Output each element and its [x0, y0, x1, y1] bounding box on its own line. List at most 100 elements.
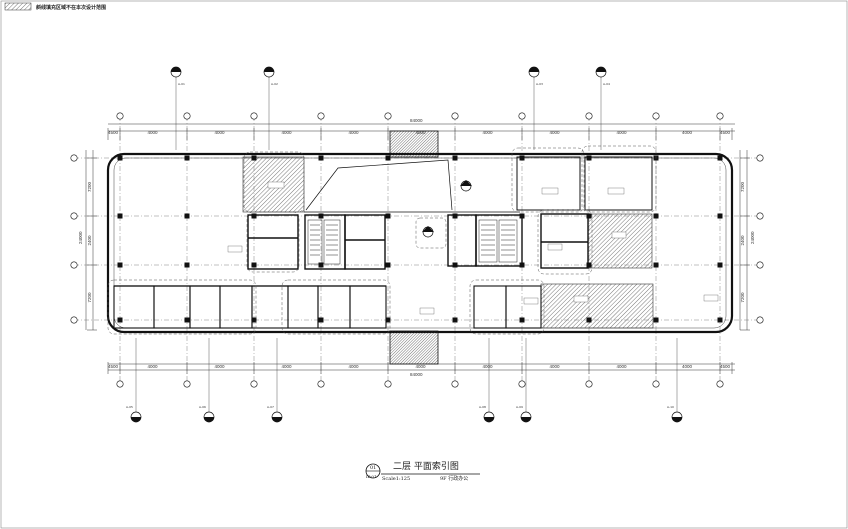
column: [717, 317, 723, 323]
column: [586, 262, 592, 268]
column: [184, 155, 190, 161]
plan-scale: Scale1:125: [382, 476, 410, 482]
callout-tag: A-03: [536, 82, 543, 86]
grid-bubble: [716, 380, 724, 388]
dimension-text: 7200: [740, 292, 745, 303]
column: [117, 213, 123, 219]
top-total-dimension: 84000: [410, 118, 423, 123]
callout-tag: A-02: [271, 82, 278, 86]
grid-bubble: [317, 380, 325, 388]
index-zones: [107, 145, 657, 335]
column: [452, 155, 458, 161]
structural-columns: [117, 155, 723, 323]
dimension-text: 4000: [550, 130, 561, 135]
plan-title: 二层 平面索引图: [393, 460, 459, 472]
callout-tag: A-07: [267, 405, 274, 409]
grid-bubble: [70, 212, 78, 220]
dimension-text: 4000: [682, 130, 693, 135]
grid-bubble: [756, 154, 764, 162]
index-symbol-center: [422, 180, 472, 238]
dimension-text: 4000: [282, 130, 293, 135]
project-note: 9F 行政办公: [440, 475, 468, 482]
grid-bubble: [585, 112, 593, 120]
lower-rooms: [113, 285, 542, 329]
legend: 斜线填充区域不在本次设计范围: [4, 2, 106, 11]
dimension-text: 4500: [108, 364, 119, 369]
dimension-text: 7200: [740, 181, 745, 192]
column: [385, 213, 391, 219]
column: [717, 155, 723, 161]
grid-bubble: [652, 112, 660, 120]
left-total-dimension: 24000: [78, 231, 83, 244]
column: [318, 262, 324, 268]
dimension-text: 4000: [148, 130, 159, 135]
stair-cores: [307, 219, 518, 265]
grid-bubble: [384, 380, 392, 388]
column: [184, 317, 190, 323]
dimension-text: 4000: [148, 364, 159, 369]
column: [184, 213, 190, 219]
grid-bubble: [652, 380, 660, 388]
grid-bubble: [183, 112, 191, 120]
callout-tag: A-08: [479, 405, 486, 409]
column: [586, 155, 592, 161]
callout-tag: A-01: [178, 82, 185, 86]
dimension-text: 4000: [682, 364, 693, 369]
column: [519, 317, 525, 323]
callout-tag: A-04: [603, 82, 610, 86]
column: [452, 317, 458, 323]
grid-bubble: [518, 112, 526, 120]
callout-tag: A-05: [126, 405, 133, 409]
column: [251, 213, 257, 219]
column: [385, 155, 391, 161]
dimension-text: 4000: [483, 130, 494, 135]
column: [452, 213, 458, 219]
column: [653, 317, 659, 323]
dimension-text: 4000: [215, 364, 226, 369]
column: [318, 213, 324, 219]
column: [717, 213, 723, 219]
dimension-text: 4500: [108, 130, 119, 135]
column: [251, 262, 257, 268]
column: [385, 262, 391, 268]
grid-bubble: [756, 316, 764, 324]
dimension-text: 4500: [720, 364, 731, 369]
grid-bubble: [451, 112, 459, 120]
grid-bubble: [70, 154, 78, 162]
right-total-dimension: 24000: [750, 231, 755, 244]
grid-bubble: [384, 112, 392, 120]
grid-bubble: [116, 380, 124, 388]
sheet-number: 01: [370, 465, 376, 471]
grid-bubble: [756, 212, 764, 220]
bottom-total-dimension: 84000: [410, 372, 423, 377]
grid-bubbles: [70, 112, 764, 388]
callout-tag: A-06: [199, 405, 206, 409]
dimension-text: 4000: [617, 364, 628, 369]
dimension-text: 4000: [282, 364, 293, 369]
upper-rooms: [304, 156, 653, 213]
column: [117, 155, 123, 161]
building-inner-outline: [113, 157, 727, 329]
grid-bubble: [756, 261, 764, 269]
column: [184, 262, 190, 268]
legend-label: 斜线填充区域不在本次设计范围: [35, 4, 106, 11]
column: [519, 262, 525, 268]
column: [653, 213, 659, 219]
column: [653, 262, 659, 268]
column: [586, 317, 592, 323]
grid-bubble: [70, 316, 78, 324]
room-tags: [227, 181, 719, 315]
column: [251, 155, 257, 161]
grid-bubble: [116, 112, 124, 120]
core-walls: [247, 213, 589, 270]
sheet-reference: IP-01: [366, 474, 377, 479]
dimension-text: 2400: [740, 235, 745, 246]
dimension-text: 4000: [215, 130, 226, 135]
column: [318, 317, 324, 323]
legend-swatch: [4, 2, 32, 11]
column: [519, 155, 525, 161]
column: [452, 262, 458, 268]
grid-bubble: [451, 380, 459, 388]
